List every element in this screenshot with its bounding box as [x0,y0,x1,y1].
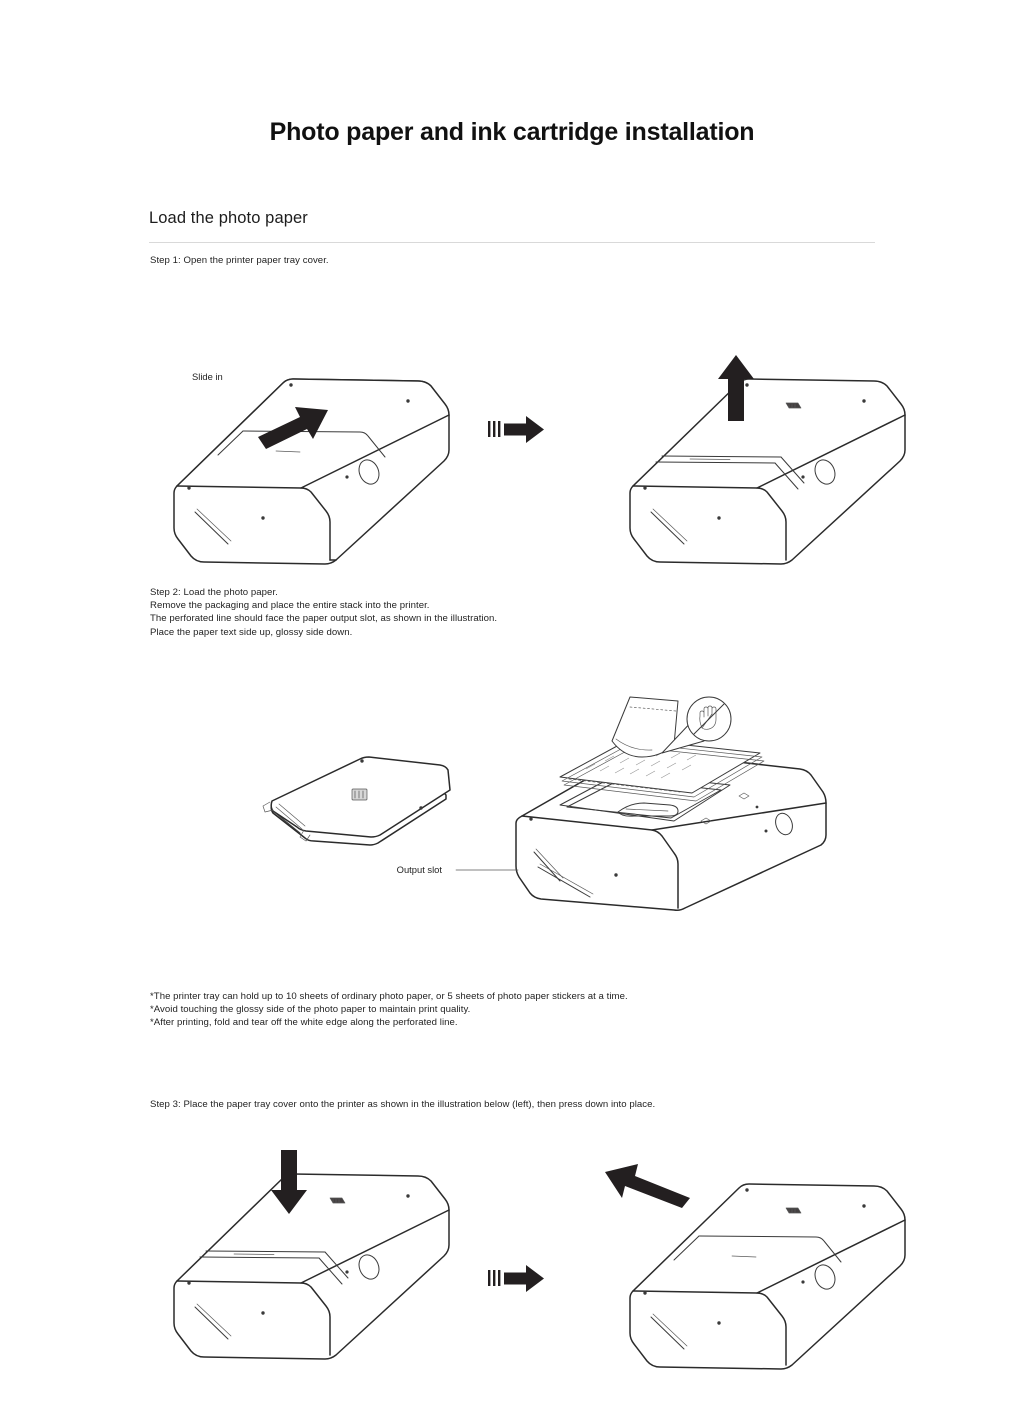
step-2-illustration: Output slot [260,695,890,911]
section-heading: Load the photo paper [149,209,308,227]
section-divider [149,242,875,243]
transition-arrow-2 [488,1265,544,1292]
slide-in-label: Slide in [192,371,223,382]
no-touch-hand-icon [661,696,732,754]
slide-off-arrow [605,1164,690,1208]
printer-open-right [629,378,906,565]
output-slot-callout: Output slot [397,864,519,875]
brand-badge-icon [785,402,802,409]
step-3-instruction: Step 3: Place the paper tray cover onto … [150,1099,656,1110]
paper-tray-cover [262,756,451,846]
step-1-illustration: Slide in [150,355,906,565]
brand-badge-icon [351,788,368,801]
page-title: Photo paper and ink cartridge installati… [269,118,755,146]
notes-block: *The printer tray can hold up to 10 shee… [150,991,628,1029]
transition-arrow-1 [488,416,544,443]
printer-closed-left [173,378,450,565]
step-2-instruction: Step 2: Load the photo paper. Remove the… [150,587,498,638]
brand-badge-icon [785,1207,802,1214]
slide-in-arrow [258,407,328,449]
brand-badge-icon [329,1197,346,1204]
step-1-instruction: Step 1: Open the printer paper tray cove… [150,255,329,266]
printer-cover-press-down [173,1173,450,1360]
press-down-arrow [271,1150,307,1214]
printer-closed-right [629,1183,906,1370]
lift-up-arrow [718,355,754,421]
printer-open-with-paper [515,696,827,911]
step-3-illustration [150,1150,906,1370]
output-slot-label: Output slot [397,864,443,875]
photo-paper-stack [559,696,765,802]
